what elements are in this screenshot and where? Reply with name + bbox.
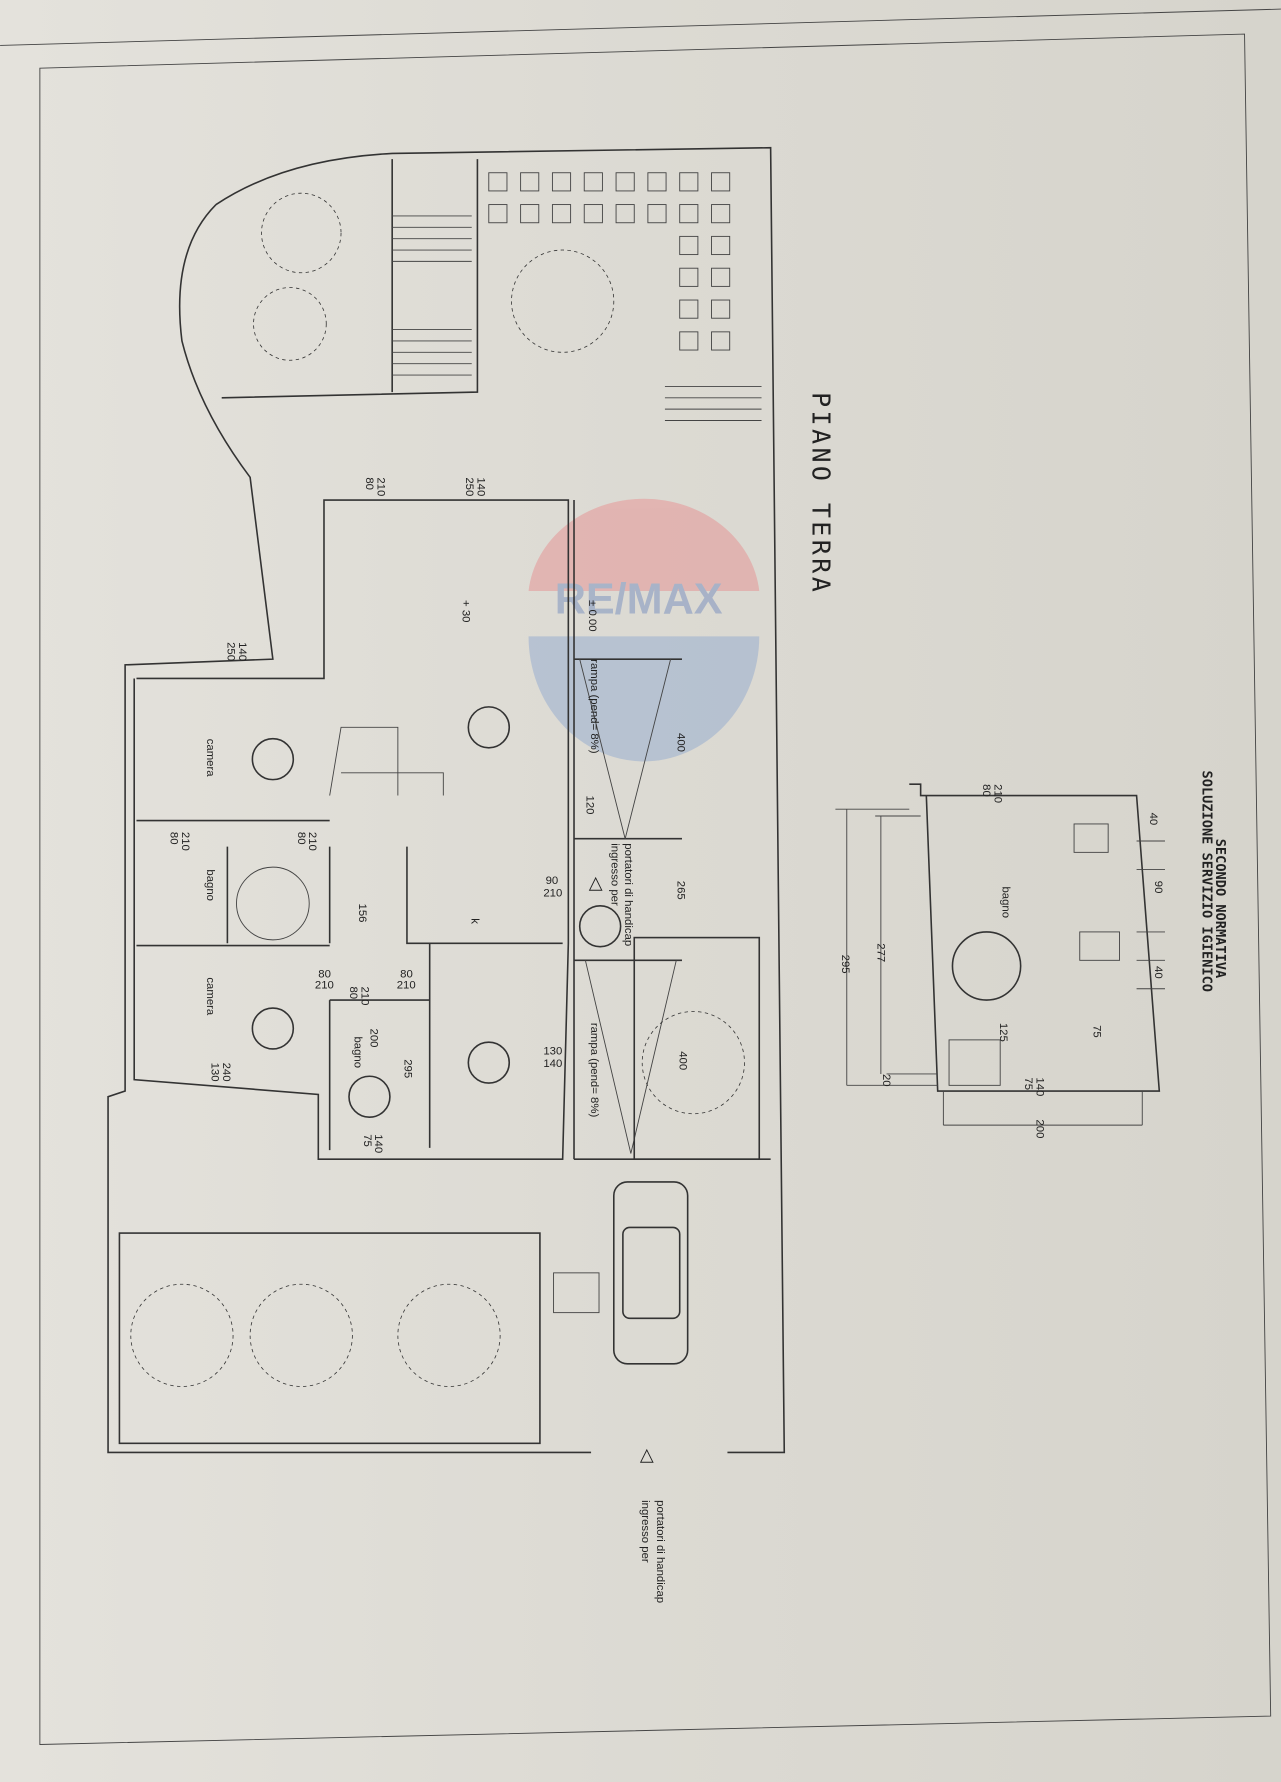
sheet-edge	[0, 8, 1281, 46]
wheelchair-icon	[553, 1272, 600, 1314]
dimension-label: 90	[1152, 881, 1164, 894]
dimension-label: 200	[1034, 1119, 1046, 1138]
room-label: camera	[204, 739, 216, 778]
dimension-label: 80	[318, 968, 331, 980]
stairs	[392, 215, 762, 421]
dimension-label: 265	[674, 881, 686, 900]
dimension-label: 140	[1034, 1077, 1046, 1096]
garden-walls	[221, 159, 479, 399]
dimension-label: 210	[992, 784, 1004, 803]
dimension-label: 75	[1022, 1077, 1034, 1090]
room-label: bagno	[204, 869, 216, 901]
dimension-label: 80	[400, 968, 413, 980]
entrance-triangle-2: △	[640, 1444, 654, 1464]
level-marker: ± 0.00	[586, 600, 598, 632]
dimension-label: 295	[402, 1059, 414, 1078]
dimension-label: 140	[543, 1058, 562, 1070]
dimension-label: 210	[397, 980, 416, 992]
dimension-label: bagno	[999, 886, 1011, 918]
dimension-label: 125	[997, 1023, 1009, 1042]
dimension-label: 295	[839, 955, 851, 974]
dimension-label: 140	[372, 1134, 384, 1153]
dimension-label: 210	[543, 888, 562, 900]
dimension-label: 80	[295, 832, 307, 845]
plan-title: PIANO TERRA	[807, 392, 836, 595]
dimension-label: 120	[584, 796, 596, 815]
detail-caption: SECONDO NORMATIVA	[1212, 839, 1228, 978]
dimension-label: 210	[179, 832, 191, 851]
site-boundary	[107, 146, 786, 1454]
entrance-triangle: △	[589, 873, 603, 893]
dimension-label: 90	[546, 875, 559, 887]
dimension-label: 80	[363, 477, 375, 490]
dimension-label: 75	[1090, 1025, 1102, 1038]
planter	[633, 936, 761, 1161]
car-icon	[612, 1181, 689, 1365]
dimension-label: 140	[236, 642, 248, 661]
dimension-label: 40	[1147, 813, 1159, 826]
dimension-label: 156	[356, 904, 368, 923]
sheet-border	[39, 33, 1272, 1745]
dimension-label: RE/MAX	[555, 576, 723, 624]
ramp-label: rampa (pend= 8%)	[588, 1023, 600, 1118]
dimension-label: 80	[980, 784, 992, 797]
dimension-label: 80	[168, 832, 180, 845]
dimension-label: 240	[220, 1063, 232, 1082]
room-label: k	[469, 918, 481, 924]
dimension-label: 140	[474, 477, 486, 496]
room-label: camera	[204, 977, 216, 1016]
accessibility-icon	[951, 931, 1022, 1001]
dimension-label: 210	[306, 832, 318, 851]
ramp-area	[573, 500, 771, 1161]
level-marker: + 30	[460, 600, 472, 622]
ramp-triangle	[579, 659, 677, 1154]
toilet-icon	[1079, 931, 1120, 961]
dimension-label: 130	[208, 1063, 220, 1082]
entrance-label: ingresso per	[609, 843, 621, 906]
plant-icons	[130, 192, 745, 1387]
entrance-label: portatori di handicap	[654, 1500, 666, 1603]
dimension-label: 250	[463, 477, 475, 496]
dimension-label: 210	[374, 477, 386, 496]
house-walls	[133, 499, 570, 1161]
dimension-label: 130	[543, 1046, 562, 1058]
detail-caption: SOLUZIONE SERVIZIO IGIENICO	[1198, 771, 1214, 992]
dimension-label: 250	[224, 642, 236, 661]
dimension-label: 277	[874, 943, 886, 962]
entrance-label: ingresso per	[639, 1500, 651, 1563]
dimension-label: 210	[315, 980, 334, 992]
dimension-label: 210	[358, 986, 370, 1005]
entrance-label: portatori di handicap	[622, 843, 634, 946]
dimension-label: 75	[361, 1134, 373, 1147]
remax-watermark: RE/MAX	[528, 498, 760, 762]
garden-bed	[118, 1232, 541, 1445]
room-label: bagno	[352, 1036, 364, 1068]
accessibility-icons	[251, 706, 622, 1118]
spiral-staircase	[236, 866, 310, 941]
dimension-label: 40	[1152, 966, 1164, 979]
dimension-label: 20	[880, 1074, 892, 1087]
paving-tiles	[488, 172, 731, 351]
ramp-label: rampa (pend= 8%)	[588, 659, 600, 754]
sink-icon	[948, 1039, 1001, 1086]
dimension-label: 80	[347, 986, 359, 999]
dimension-label: 400	[674, 733, 686, 752]
dimension-label: 200	[368, 1029, 380, 1048]
bidet-icon	[1073, 823, 1109, 853]
dimension-label: 400	[677, 1051, 689, 1070]
